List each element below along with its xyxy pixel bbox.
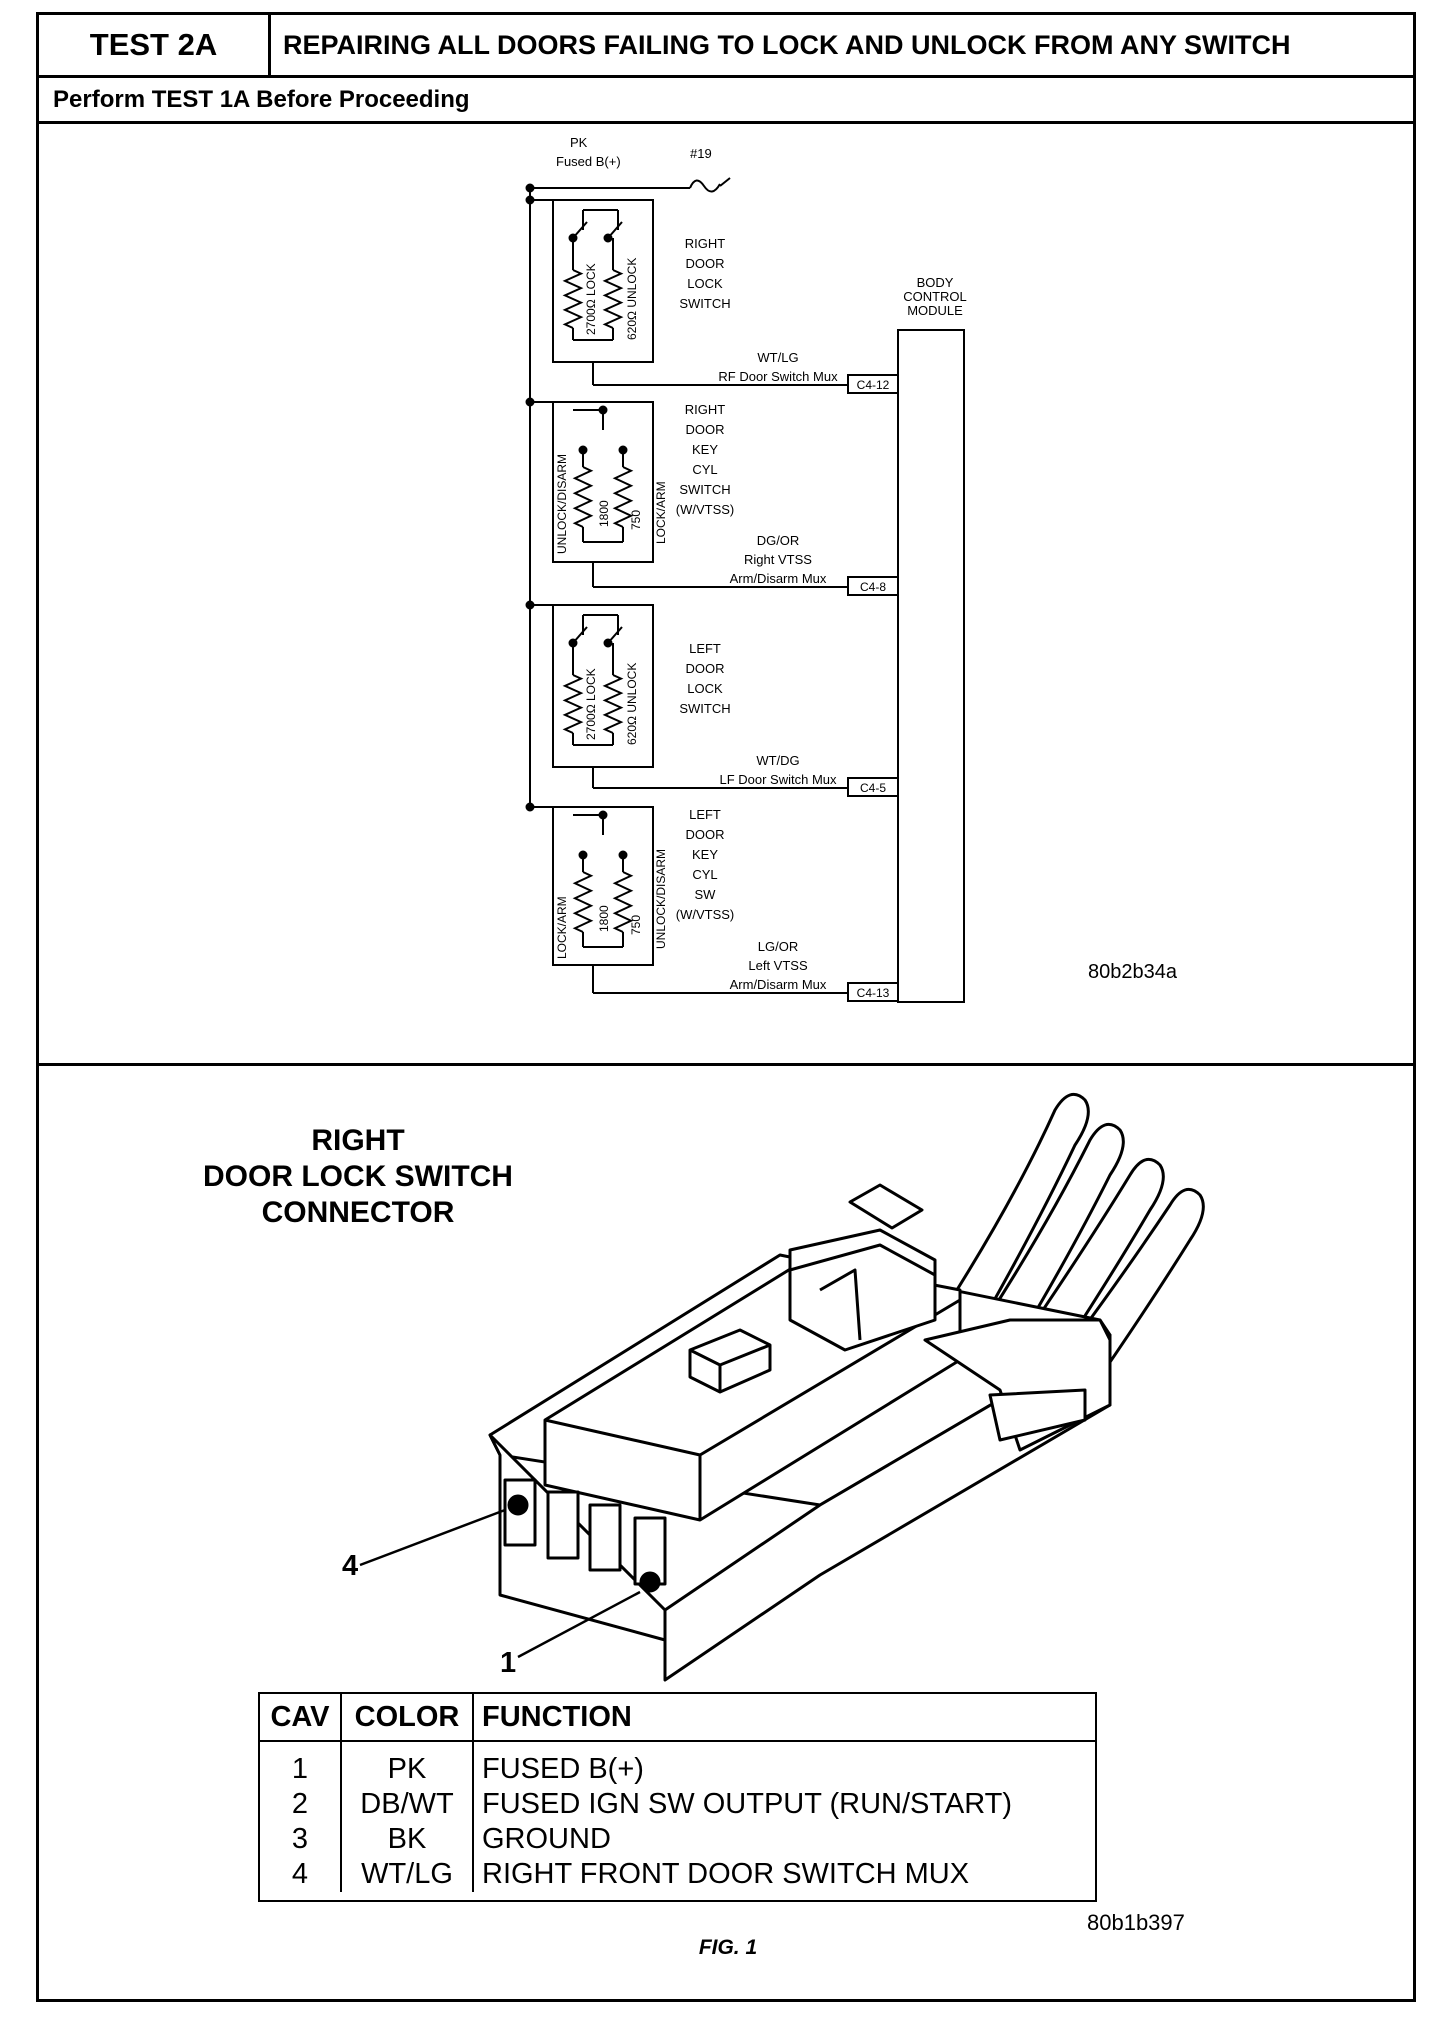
switch-name-line: DOOR xyxy=(686,256,725,271)
bcm-pin-label: C4-13 xyxy=(857,986,890,1000)
function-cell: FUSED IGN SW OUTPUT (RUN/START) xyxy=(482,1788,1013,1820)
switch-name-line: DOOR xyxy=(686,422,725,437)
section-divider xyxy=(39,1063,1413,1066)
switch-name-line: CYL xyxy=(692,462,717,477)
figure-label: FIG. 1 xyxy=(698,1936,758,1959)
color-cell: BK xyxy=(341,1822,474,1857)
switch-name-line: SW xyxy=(695,887,717,902)
connector-figure-code: 80b1b397 xyxy=(1087,1910,1185,1935)
resistor-label: 1800 xyxy=(597,905,611,932)
bcm-label-line: MODULE xyxy=(907,303,963,318)
resistor-label: 620Ω UNLOCK xyxy=(625,663,639,745)
cav-cell: 3 xyxy=(260,1822,342,1857)
wire-label: RF Door Switch Mux xyxy=(718,369,838,384)
header-bar: TEST 2A REPAIRING ALL DOORS FAILING TO L… xyxy=(39,15,1413,78)
bcm-pin-label: C4-8 xyxy=(860,580,886,594)
switch-name-line: KEY xyxy=(692,847,718,862)
table-row: 4 WT/LG RIGHT FRONT DOOR SWITCH MUX xyxy=(260,1857,1095,1892)
resistor-label: 620Ω UNLOCK xyxy=(625,258,639,340)
wire-label: DG/OR xyxy=(757,533,800,548)
schematic-figure-code: 80b2b34a xyxy=(1088,961,1178,983)
resistor-label: 2700Ω LOCK xyxy=(584,668,598,740)
power-wire-color: PK xyxy=(570,135,588,150)
wire-label: LF Door Switch Mux xyxy=(719,772,837,787)
wire-label: Arm/Disarm Mux xyxy=(730,977,827,992)
contact-label: UNLOCK/DISARM xyxy=(555,454,569,554)
switch-name-line: RIGHT xyxy=(685,236,726,251)
color-cell: PK xyxy=(341,1741,474,1787)
fuse-label: #19 xyxy=(690,146,712,161)
callout-1: 1 xyxy=(500,1647,516,1679)
prerequisite-note: Perform TEST 1A Before Proceeding xyxy=(39,78,1413,124)
bcm-pin-label: C4-5 xyxy=(860,781,886,795)
switch-name-line: LOCK xyxy=(687,276,723,291)
wire-label: Left VTSS xyxy=(748,958,808,973)
col-header-function: FUNCTION xyxy=(473,1694,1095,1742)
table-row: 1 PK FUSED B(+) xyxy=(260,1741,1095,1787)
page-title: REPAIRING ALL DOORS FAILING TO LOCK AND … xyxy=(283,29,1291,60)
cav-cell: 2 xyxy=(260,1787,342,1822)
switch-name-line: SWITCH xyxy=(679,701,730,716)
switch-name-line: RIGHT xyxy=(685,402,726,417)
connector-title-line-2: DOOR LOCK SWITCH xyxy=(203,1160,513,1193)
wire-label: Right VTSS xyxy=(744,552,812,567)
connector-title-line-3: CONNECTOR xyxy=(261,1196,455,1229)
wire-label: WT/LG xyxy=(757,350,798,365)
color-cell: WT/LG xyxy=(341,1857,474,1892)
switch-name-line: (W/VTSS) xyxy=(676,907,735,922)
page-frame: TEST 2A REPAIRING ALL DOORS FAILING TO L… xyxy=(36,12,1416,2002)
contact-label: UNLOCK/DISARM xyxy=(654,849,668,949)
power-wire-label: Fused B(+) xyxy=(556,154,621,169)
wire-label: LG/OR xyxy=(758,939,798,954)
col-header-color: COLOR xyxy=(341,1694,474,1742)
table-row: 3 BK GROUND xyxy=(260,1822,1095,1857)
switch-name-line: DOOR xyxy=(686,661,725,676)
bcm-label-line: CONTROL xyxy=(903,289,967,304)
switch-name-line: LEFT xyxy=(689,807,721,822)
connector-pinout-table: CAV COLOR FUNCTION 1 PK FUSED B(+) 2 DB/… xyxy=(258,1692,1097,1902)
function-cell: FUSED B(+) xyxy=(482,1753,644,1785)
switch-name-line: SWITCH xyxy=(679,482,730,497)
cav-cell: 4 xyxy=(260,1857,342,1892)
color-cell: DB/WT xyxy=(341,1787,474,1822)
col-header-cav: CAV xyxy=(260,1694,342,1742)
switch-name-line: DOOR xyxy=(686,827,725,842)
callout-4: 4 xyxy=(342,1550,358,1582)
function-cell: RIGHT FRONT DOOR SWITCH MUX xyxy=(482,1858,970,1890)
connector-title-line-1: RIGHT xyxy=(311,1124,405,1157)
switch-name-line: LEFT xyxy=(689,641,721,656)
resistor-label: 750 xyxy=(629,510,643,530)
switch-name-line: (W/VTSS) xyxy=(676,502,735,517)
switch-name-line: LOCK xyxy=(687,681,723,696)
connector-title: RIGHT DOOR LOCK SWITCH CONNECTOR xyxy=(188,1123,528,1231)
contact-label: LOCK/ARM xyxy=(654,481,668,544)
cav-cell: 1 xyxy=(260,1741,342,1787)
test-label: TEST 2A xyxy=(39,15,271,75)
contact-label: LOCK/ARM xyxy=(555,896,569,959)
bcm-pin-label: C4-12 xyxy=(857,378,890,392)
bcm-label-line: BODY xyxy=(917,275,954,290)
wire-label: Arm/Disarm Mux xyxy=(730,571,827,586)
resistor-label: 1800 xyxy=(597,500,611,527)
switch-name-line: CYL xyxy=(692,867,717,882)
table-row: 2 DB/WT FUSED IGN SW OUTPUT (RUN/START) xyxy=(260,1787,1095,1822)
switch-name-line: KEY xyxy=(692,442,718,457)
resistor-label: 750 xyxy=(629,915,643,935)
resistor-label: 2700Ω LOCK xyxy=(584,263,598,335)
switch-name-line: SWITCH xyxy=(679,296,730,311)
wire-label: WT/DG xyxy=(756,753,799,768)
function-cell: GROUND xyxy=(482,1823,611,1855)
connector-drawing: 4 1 xyxy=(342,1092,1205,1682)
